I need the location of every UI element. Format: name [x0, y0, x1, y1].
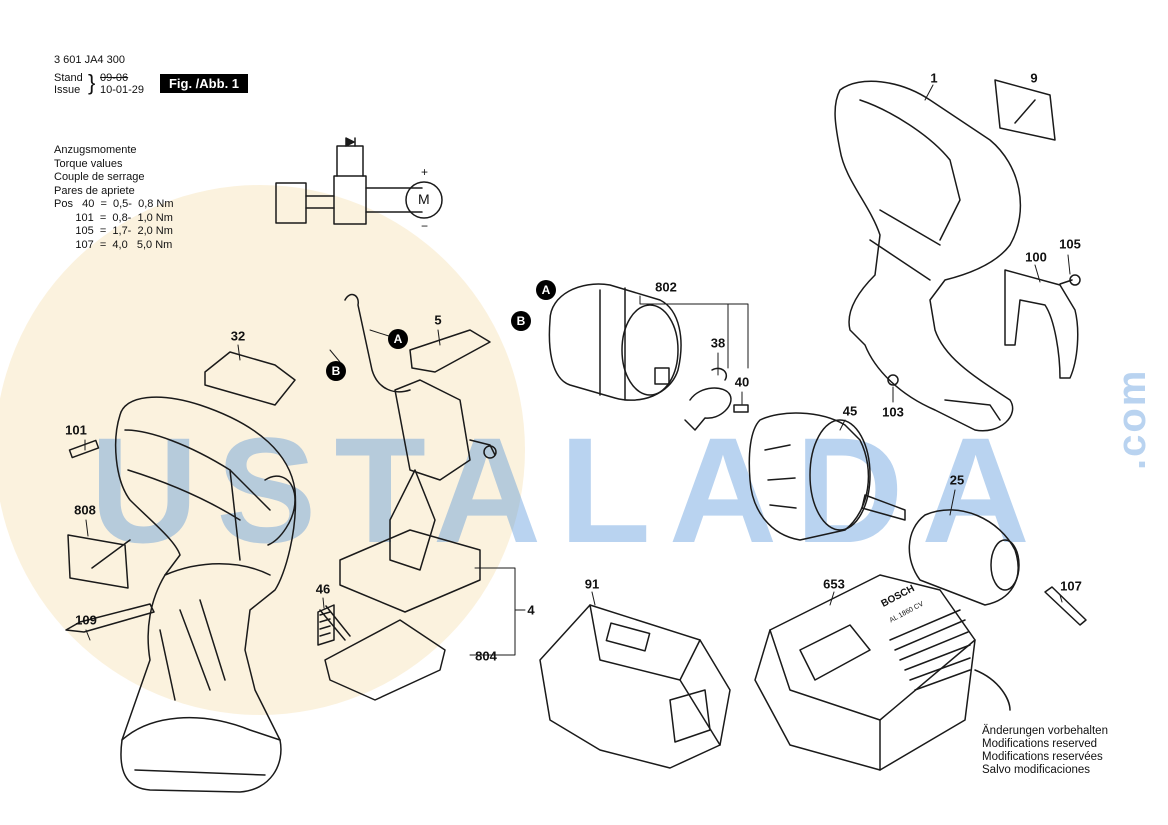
marker-b-switch: B	[326, 361, 346, 381]
part-number-109: 109	[75, 612, 97, 628]
part-number-804: 804	[475, 648, 497, 664]
part-number-802: 802	[655, 279, 677, 295]
torque-title-es: Pares de apriete	[54, 184, 135, 197]
part-number-653: 653	[823, 576, 845, 592]
gearbox-assembly	[748, 412, 906, 541]
note-es: Salvo modificaciones	[982, 764, 1091, 776]
part-number-105: 105	[1059, 236, 1081, 252]
marker-a-switch: A	[388, 329, 408, 349]
part-number-25: 25	[949, 472, 965, 488]
doc-number: 3 601 JA4 300	[54, 54, 125, 66]
part-number-40: 40	[734, 374, 750, 390]
battery-pack	[539, 604, 731, 769]
marker-b-motor: B	[511, 311, 531, 331]
cover-parts	[204, 329, 491, 406]
torque-row: 105 = 1,7- 2,0 Nm	[54, 225, 173, 237]
leader-lines	[84, 84, 1071, 656]
motor-symbol: M	[418, 191, 430, 207]
brace: }	[88, 70, 96, 95]
torque-row: 107 = 4,0 5,0 Nm	[54, 238, 173, 251]
part-number-101: 101	[65, 422, 87, 438]
motor-assembly	[548, 283, 682, 401]
torque-title-fr: Couple de serrage	[54, 171, 145, 183]
part-number-9: 9	[1030, 70, 1038, 86]
part-number-808: 808	[74, 502, 96, 518]
label-sheets	[67, 79, 1056, 589]
torque-title-de: Anzugsmomente	[54, 144, 137, 156]
note-fr: Modifications reservées	[982, 751, 1103, 763]
issue-label: Issue	[54, 84, 81, 96]
marker-a-motor: A	[536, 280, 556, 300]
part-number-100: 100	[1025, 249, 1047, 265]
washer-clip	[684, 367, 732, 431]
part-number-32: 32	[230, 328, 246, 344]
modification-notes: Änderungen vorbehalten Modifications res…	[982, 725, 1108, 777]
charger	[754, 574, 1011, 771]
part-number-4: 4	[527, 602, 535, 618]
issue-date: 10-01-29	[100, 84, 145, 96]
part-number-103: 103	[882, 404, 904, 420]
part-number-38: 38	[710, 335, 726, 351]
part-number-1: 1	[930, 70, 938, 86]
torque-table: Anzugsmomente Torque values Couple de se…	[54, 144, 174, 252]
note-de: Änderungen vorbehalten	[982, 725, 1108, 737]
torque-row: 101 = 0,8- 1,0 Nm	[54, 211, 173, 224]
belt-clip	[1004, 269, 1079, 379]
part-number-46: 46	[315, 581, 331, 597]
contact-plate	[317, 604, 446, 701]
part-number-107: 107	[1060, 578, 1082, 594]
part-number-91: 91	[584, 576, 600, 592]
torque-title-en: Torque values	[54, 157, 123, 170]
wiring-schematic	[275, 137, 443, 225]
drill-housing-right	[834, 80, 1022, 432]
schematic-minus: −	[421, 219, 429, 233]
part-number-45: 45	[842, 403, 858, 419]
small-parts	[65, 274, 1087, 641]
switch-assembly	[339, 293, 497, 613]
part-number-5: 5	[434, 312, 442, 328]
drill-housing-left	[114, 396, 297, 793]
torque-row: Pos 40 = 0,5- 0,8 Nm	[54, 198, 174, 210]
stand-date: 09-06	[100, 72, 129, 84]
schematic-plus: +	[421, 165, 429, 179]
chuck	[908, 509, 1020, 606]
note-en: Modifications reserved	[982, 738, 1098, 750]
stand-label: Stand	[54, 72, 83, 84]
figure-label: Fig. /Abb. 1	[160, 74, 248, 93]
